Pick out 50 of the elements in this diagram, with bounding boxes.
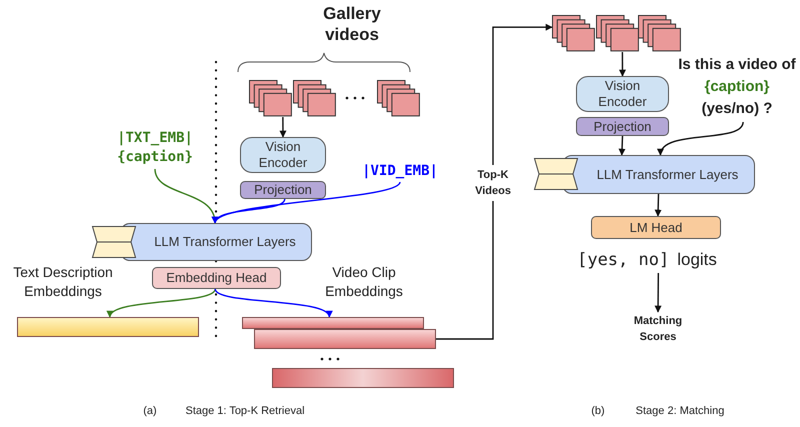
- video-frames-icon: [293, 80, 337, 117]
- box-label: Vision Encoder: [258, 139, 308, 171]
- video-frames-icon: [596, 15, 640, 52]
- logits-text: logits: [677, 250, 717, 270]
- video-frames-icon: [249, 80, 293, 117]
- question-text: (yes/no) ?: [702, 100, 772, 117]
- question-text: Is this a video of: [678, 56, 796, 73]
- video-frames-icon: [638, 15, 682, 52]
- box-label: LLM Transformer Layers: [596, 166, 738, 182]
- caption-text: {caption}: [704, 78, 770, 95]
- box-label: Embedding Head: [166, 270, 267, 286]
- arrow: [654, 273, 662, 313]
- box-label: Projection: [594, 118, 652, 134]
- output-label: Matching Scores: [632, 314, 684, 345]
- embedding-bar: [242, 317, 424, 329]
- caption-text: (a): [142, 404, 158, 418]
- caption-text: Stage 2: Matching: [634, 404, 726, 418]
- arrow: [618, 136, 626, 156]
- heading-text: Gallery videos: [322, 3, 382, 45]
- encoder-box: [576, 76, 669, 112]
- token-text: |VID_EMB|: [362, 162, 438, 180]
- heading-text: Video Clip Embeddings: [324, 263, 404, 301]
- token-text: |TXT_EMB| {caption}: [116, 129, 194, 167]
- heading-text: Text Description Embeddings: [12, 263, 114, 301]
- embedding-bar: [272, 368, 454, 388]
- embedding-bar: [254, 329, 436, 349]
- arrow: [658, 122, 744, 156]
- encoder-box: [240, 137, 326, 173]
- arrow: [279, 117, 286, 138]
- video-frames-icon: [377, 80, 421, 117]
- box-label: Projection: [254, 182, 312, 198]
- arrow: [214, 182, 401, 224]
- arrow: [436, 24, 553, 340]
- arrow: [618, 52, 626, 77]
- lm-head-box: [591, 216, 721, 239]
- box-label: Vision Encoder: [597, 78, 648, 110]
- arrow: [654, 194, 662, 217]
- caption-text: (b): [590, 404, 606, 418]
- code-text: [yes, no]: [577, 250, 670, 270]
- video-frames-icon: [552, 15, 596, 52]
- box-label: LLM Transformer Layers: [154, 234, 296, 250]
- arrow: [109, 288, 216, 318]
- box-label: LM Head: [630, 220, 682, 236]
- projection-box: [240, 181, 326, 199]
- caption-text: Stage 1: Top-K Retrieval: [184, 404, 306, 418]
- transformer-box: [562, 155, 755, 194]
- arrow: [214, 288, 330, 318]
- projection-box: [576, 117, 669, 136]
- embedding-bar: [17, 317, 199, 337]
- embedding-head-box: [152, 267, 281, 289]
